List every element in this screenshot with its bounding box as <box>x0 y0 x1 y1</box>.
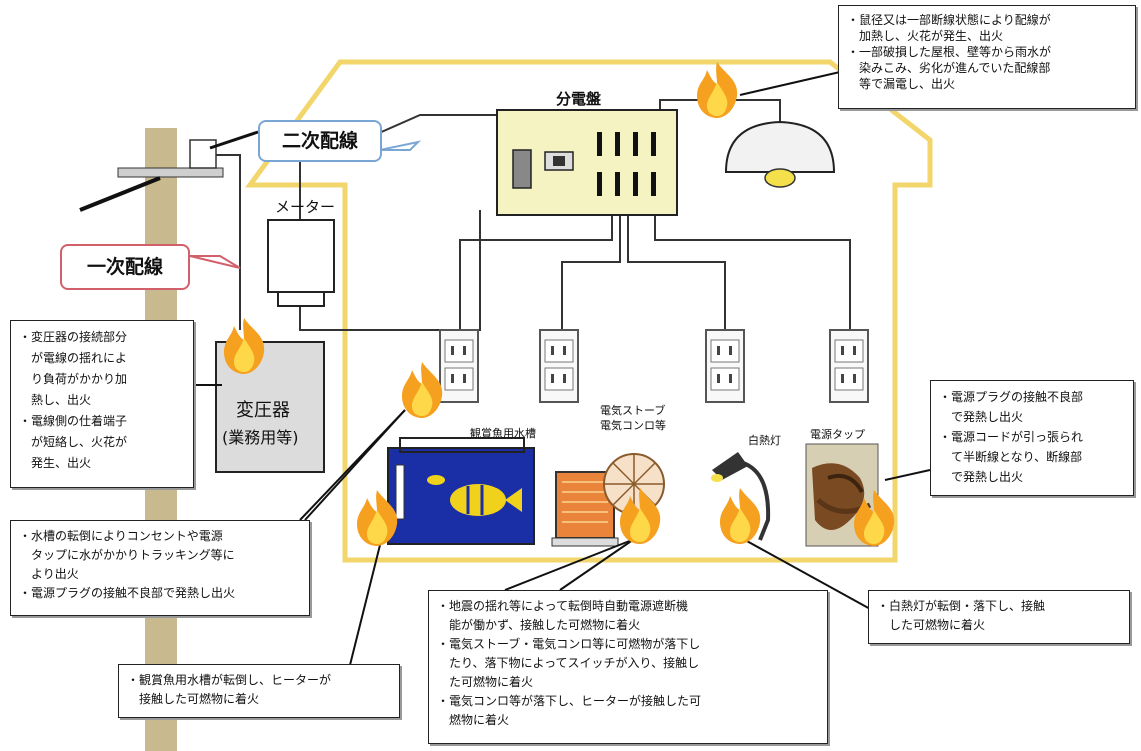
note-lamp: ・白熱灯が転倒・落下し、接触 した可燃物に着火 <box>868 590 1130 644</box>
note-line: 能が働かず、接触した可燃物に着火 <box>437 616 819 635</box>
secondary-wiring-callout: 二次配線 <box>258 120 382 162</box>
note-line: ・地震の揺れ等によって転倒時自動電源遮断機 <box>437 597 819 616</box>
secondary-callout-tail <box>380 142 418 150</box>
outlet-2 <box>540 330 578 402</box>
note-line: 熱し、出火 <box>19 390 185 411</box>
ceiling-lamp <box>726 100 834 187</box>
note-line: ・電線側の仕着端子 <box>19 411 185 432</box>
note-line: ・電気コンロ等が落下し、ヒーターが接触した可 <box>437 692 819 711</box>
note-line: 染みこみ、劣化が進んでいた配線部 <box>847 60 1127 76</box>
note-aquarium-outlet: ・水槽の転倒によりコンセントや電源 タップに水がかかりトラッキング等に より出火… <box>10 520 310 616</box>
primary-callout-tail <box>190 256 240 268</box>
heater-label-1: 電気ストーブ <box>600 402 665 418</box>
note-ceiling: ・鼠径又は一部断線状態により配線が 加熱し、火花が発生、出火 ・一部破損した屋根… <box>838 5 1136 109</box>
electric-meter <box>268 220 334 306</box>
note-line: ・電源プラグの接触不良部 <box>939 387 1125 407</box>
note-aquarium-heater: ・観賞魚用水槽が転倒し、ヒーターが 接触した可燃物に着火 <box>118 664 400 718</box>
note-line: ・白熱灯が転倒・落下し、接触 <box>877 597 1121 616</box>
distribution-panel <box>497 110 677 215</box>
note-line: たり、落下物によってスイッチが入り、接触し <box>437 654 819 673</box>
transformer-label-1: 変圧器 <box>236 396 290 422</box>
note-plug: ・電源プラグの接触不良部 で発熱し出火 ・電源コードが引っ張られ て半断線となり… <box>930 380 1134 496</box>
flame-icon-lamp <box>720 488 760 544</box>
panel-label: 分電盤 <box>556 88 601 109</box>
note-line: した可燃物に着火 <box>877 616 1121 635</box>
note-stove: ・地震の揺れ等によって転倒時自動電源遮断機 能が働かず、接触した可燃物に着火 ・… <box>428 590 828 744</box>
note-line: タップに水がかかりトラッキング等に <box>19 546 301 565</box>
note-line: た可燃物に着火 <box>437 673 819 692</box>
primary-wiring-callout: 一次配線 <box>60 244 190 290</box>
note-line: て半断線となり、断線部 <box>939 447 1125 467</box>
flame-icon-outlet <box>402 362 442 418</box>
note-transformer: ・変圧器の接続部分 が電線の揺れによ り負荷がかかり加 熱し、出火 ・電線側の仕… <box>10 320 194 488</box>
note-line: ・電気ストーブ・電気コンロ等に可燃物が落下し <box>437 635 819 654</box>
power-strip-label: 電源タップ <box>810 426 865 442</box>
transformer-label-2: (業務用等) <box>222 424 299 448</box>
flame-icon-ceiling <box>697 62 737 118</box>
note-line: が電線の揺れによ <box>19 348 185 369</box>
note-line: ・水槽の転倒によりコンセントや電源 <box>19 527 301 546</box>
note-line: ・変圧器の接続部分 <box>19 327 185 348</box>
meter-label: メーター <box>275 196 335 217</box>
note-line: ・鼠径又は一部断線状態により配線が <box>847 12 1127 28</box>
flame-icon-transformer <box>224 318 264 374</box>
note-line: ・一部破損した屋根、壁等から雨水が <box>847 44 1127 60</box>
lamp-label: 白熱灯 <box>748 432 781 448</box>
note-line: で発熱し出火 <box>939 407 1125 427</box>
note-line: り負荷がかかり加 <box>19 369 185 390</box>
heater-label-2: 電気コンロ等 <box>600 417 666 433</box>
service-line-upper <box>210 132 258 148</box>
aquarium <box>388 438 534 544</box>
aquarium-label: 観賞魚用水槽 <box>470 425 536 441</box>
note-line: 燃物に着火 <box>437 711 819 730</box>
pole-crossarm <box>118 168 223 177</box>
note-line: 発生、出火 <box>19 453 185 474</box>
note-line: が短絡し、火花が <box>19 432 185 453</box>
note-line: 接触した可燃物に着火 <box>127 690 391 709</box>
outlet-4 <box>830 330 868 402</box>
note-line: ・観賞魚用水槽が転倒し、ヒーターが <box>127 671 391 690</box>
outlet-1 <box>440 330 478 402</box>
note-line: より出火 <box>19 565 301 584</box>
note-line: で発熱し出火 <box>939 467 1125 487</box>
note-line: 加熱し、火花が発生、出火 <box>847 28 1127 44</box>
note-line: ・電源コードが引っ張られ <box>939 427 1125 447</box>
outlet-3 <box>706 330 744 402</box>
note-line: ・電源プラグの接触不良部で発熱し出火 <box>19 584 301 603</box>
note-line: 等で漏電し、出火 <box>847 76 1127 92</box>
pole-top-transformer <box>190 140 216 168</box>
